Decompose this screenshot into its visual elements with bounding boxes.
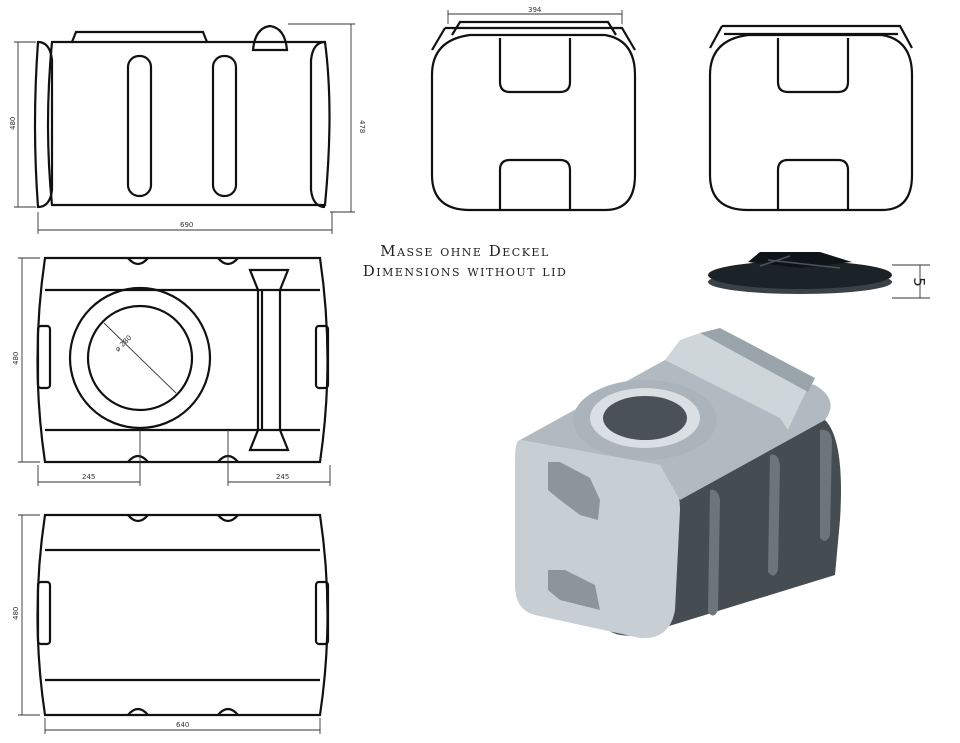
dim-offset-right: 245 (276, 473, 289, 481)
dim-bottom-length: 640 (176, 721, 189, 729)
dim-bottom-depth: 480 (12, 607, 20, 620)
side-view: 480 478 690 (9, 23, 366, 234)
top-view: ø 280 480 245 245 (12, 256, 331, 486)
dim-hole-diameter: ø 280 (114, 334, 134, 354)
dim-lid-height: 5 (910, 277, 928, 287)
bottom-view: 480 640 (12, 513, 330, 734)
end-view-back (708, 24, 914, 212)
caption-german: Masse ohne Deckel (380, 242, 550, 260)
dim-side-height-left: 480 (9, 117, 17, 130)
dim-side-height-right: 478 (358, 120, 366, 133)
lid-illustration: 5 (708, 252, 930, 299)
dim-top-depth: 480 (12, 352, 20, 365)
dim-side-length: 690 (180, 221, 193, 229)
end-view-front: 394 (430, 6, 637, 212)
tank-3d-render (515, 328, 841, 639)
dim-end-width: 394 (528, 6, 542, 14)
dim-offset-left: 245 (82, 473, 95, 481)
caption-english: Dimensions without lid (362, 262, 568, 280)
